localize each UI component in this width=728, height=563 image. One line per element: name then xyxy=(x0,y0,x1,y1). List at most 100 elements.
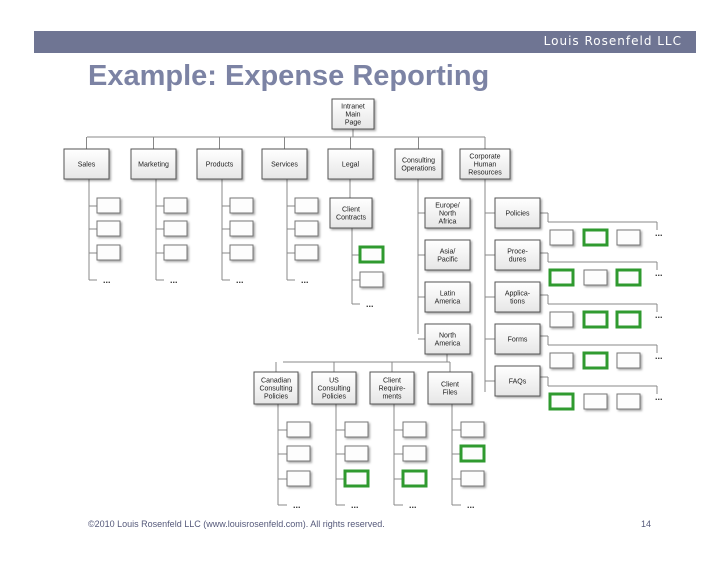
highlighted-page xyxy=(582,228,609,247)
highlighted-page xyxy=(343,469,370,488)
node-region-asia-pacific-label: Pacific xyxy=(437,257,458,264)
highlighted-page xyxy=(615,268,642,287)
page-number: 14 xyxy=(641,519,652,529)
slide-title: Example: Expense Reporting xyxy=(88,60,490,92)
brand-label: Louis Rosenfeld LLC xyxy=(543,34,682,48)
placeholder-page xyxy=(359,271,384,288)
ellipsis-mark: ... xyxy=(170,275,178,285)
placeholder-page xyxy=(402,445,427,462)
placeholder-page xyxy=(294,220,319,237)
node-region-latin-america-label: America xyxy=(435,299,461,306)
placeholder-page xyxy=(460,470,485,487)
placeholder-pages xyxy=(96,197,642,488)
node-hr-proce-dures: Proce-dures xyxy=(494,239,541,271)
node-dept-services-label: Services xyxy=(271,162,298,169)
node-dept-services: Services xyxy=(261,148,308,180)
ellipsis-mark: ... xyxy=(103,275,111,285)
node-na-client-require-ments-label: Require- xyxy=(379,386,407,393)
node-dept-consulting-operations-label: Operations xyxy=(401,166,436,173)
ellipsis-mark: ... xyxy=(366,299,374,309)
placeholder-page xyxy=(549,352,574,369)
highlighted-page xyxy=(582,310,609,329)
node-hr-proce-dures-label: Proce- xyxy=(507,249,528,256)
placeholder-page xyxy=(616,229,641,246)
node-hr-forms: Forms xyxy=(494,323,541,355)
node-na-canadian-consulting-policies-label: Consulting xyxy=(259,386,292,393)
placeholder-page xyxy=(344,421,369,438)
placeholder-page xyxy=(583,269,608,286)
node-dept-corporate-human-resources-label: Corporate xyxy=(469,154,500,161)
connector-lines xyxy=(86,129,658,506)
node-intranet-main-page-label: Page xyxy=(345,120,361,127)
placeholder-page xyxy=(294,244,319,261)
placeholder-page xyxy=(229,220,254,237)
highlighted-page xyxy=(401,469,428,488)
ellipsis-mark: ... xyxy=(236,275,244,285)
node-region-europe-north-africa-label: Africa xyxy=(439,219,457,226)
node-hr-faqs: FAQs xyxy=(494,365,541,397)
placeholder-page xyxy=(163,244,188,261)
node-hr-applica-tions: Applica-tions xyxy=(494,281,541,313)
ellipsis-mark: ... xyxy=(655,268,663,278)
node-na-client-files-label: Files xyxy=(443,390,458,397)
copyright-footer: ©2010 Louis Rosenfeld LLC (www.louisrose… xyxy=(88,519,385,529)
placeholder-page xyxy=(163,197,188,214)
node-dept-marketing-label: Marketing xyxy=(138,162,169,169)
node-region-asia-pacific-label: Asia/ xyxy=(440,249,456,256)
node-intranet-main-page-label: Intranet xyxy=(341,104,365,111)
node-na-canadian-consulting-policies-label: Policies xyxy=(264,394,289,401)
ellipsis-mark: ... xyxy=(467,500,475,510)
node-dept-corporate-human-resources-label: Human xyxy=(474,162,497,169)
node-dept-products: Products xyxy=(196,148,243,180)
node-dept-products-label: Products xyxy=(206,162,234,169)
placeholder-page xyxy=(163,220,188,237)
node-region-north-america-label: America xyxy=(435,341,461,348)
node-hr-faqs-label: FAQs xyxy=(509,379,527,386)
placeholder-page xyxy=(549,311,574,328)
node-na-us-consulting-policies-label: US xyxy=(329,378,339,385)
highlighted-page xyxy=(459,444,486,463)
placeholder-page xyxy=(96,197,121,214)
node-na-client-require-ments-label: Client xyxy=(383,378,401,385)
node-intranet-main-page-label: Main xyxy=(345,112,360,119)
node-hr-applica-tions-label: tions xyxy=(510,299,525,306)
node-na-client-require-ments-label: ments xyxy=(382,394,402,401)
node-dept-legal-label: Legal xyxy=(342,162,360,169)
node-client-contracts-label: Contracts xyxy=(336,215,366,222)
placeholder-page xyxy=(616,352,641,369)
ellipsis-mark: ... xyxy=(351,500,359,510)
ellipsis-mark: ... xyxy=(655,351,663,361)
node-hr-policies-label: Policies xyxy=(505,211,530,218)
placeholder-page xyxy=(286,445,311,462)
placeholder-page xyxy=(344,445,369,462)
highlighted-page xyxy=(615,310,642,329)
placeholder-page xyxy=(294,197,319,214)
node-hr-applica-tions-label: Applica- xyxy=(505,291,531,298)
node-region-europe-north-africa-label: Europe/ xyxy=(435,203,460,210)
placeholder-page xyxy=(96,220,121,237)
ellipsis-mark: ... xyxy=(293,500,301,510)
node-hr-policies: Policies xyxy=(494,197,541,229)
node-region-north-america-label: North xyxy=(439,333,456,340)
placeholder-page xyxy=(229,244,254,261)
ellipsis-mark: ... xyxy=(655,310,663,320)
node-na-us-consulting-policies-label: Policies xyxy=(322,394,347,401)
placeholder-page xyxy=(402,421,427,438)
node-dept-consulting-operations-label: Consulting xyxy=(402,158,435,165)
node-na-canadian-consulting-policies-label: Canadian xyxy=(261,378,291,385)
placeholder-page xyxy=(460,421,485,438)
node-dept-legal: Legal xyxy=(327,148,374,180)
highlighted-page xyxy=(358,245,385,264)
node-na-client-files-label: Client xyxy=(441,382,459,389)
placeholder-page xyxy=(583,393,608,410)
